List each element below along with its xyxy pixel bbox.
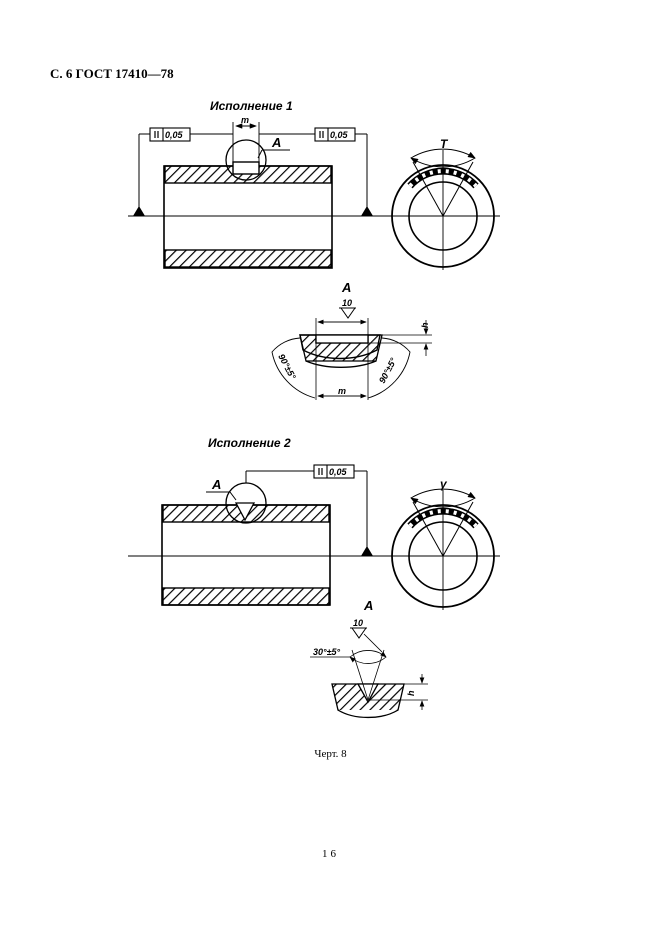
detail-1-dim-m: m	[338, 386, 346, 396]
detail-a-2: A 10 30°±5° h	[310, 598, 428, 719]
tolerance-frame-2: 0,05	[245, 464, 373, 556]
detail-2-label: A	[363, 598, 373, 613]
variant-1-title: Исполнение 1	[210, 99, 293, 113]
tolerance-value-2: 0,05	[329, 467, 348, 477]
angle-label-2: γ	[440, 477, 448, 491]
dim-m-label: m	[241, 115, 249, 125]
detail-1-angle-left: 90°±5°	[276, 352, 298, 381]
variant-2-title: Исполнение 2	[208, 436, 291, 450]
variant-1-drawing: Исполнение 1 A m 0,05	[128, 99, 500, 270]
page-number: 16	[322, 848, 339, 860]
detail-2-roughness: 10	[353, 618, 363, 628]
sleeve-section-1	[163, 161, 333, 269]
detail-circle-a	[225, 139, 267, 181]
end-view-1: T	[391, 137, 495, 270]
tolerance-value-right: 0,05	[330, 130, 349, 140]
detail-2-dim-h: h	[406, 690, 416, 696]
sleeve-section-2	[161, 502, 331, 606]
end-view-2: γ	[391, 477, 495, 610]
angle-label-1: T	[440, 137, 449, 151]
detail-1-dim-h: h	[420, 322, 430, 328]
detail-a-1: A 10 m h 90°±5° 90°±5°	[271, 280, 432, 400]
figure-caption: Черт. 8	[314, 748, 347, 760]
section-label-a: A	[271, 135, 281, 150]
detail-1-roughness: 10	[342, 298, 352, 308]
page-header: С. 6 ГОСТ 17410—78	[50, 66, 174, 81]
detail-1-label: A	[341, 280, 351, 295]
detail-2-angle: 30°±5°	[313, 647, 341, 657]
tolerance-frame-right: 0,05	[259, 127, 373, 216]
tolerance-value-left: 0,05	[165, 130, 184, 140]
section-label-a-2: A	[211, 477, 221, 492]
variant-2-drawing: Исполнение 2 A 0,05	[128, 436, 500, 610]
tolerance-frame-left: 0,05	[133, 127, 233, 216]
